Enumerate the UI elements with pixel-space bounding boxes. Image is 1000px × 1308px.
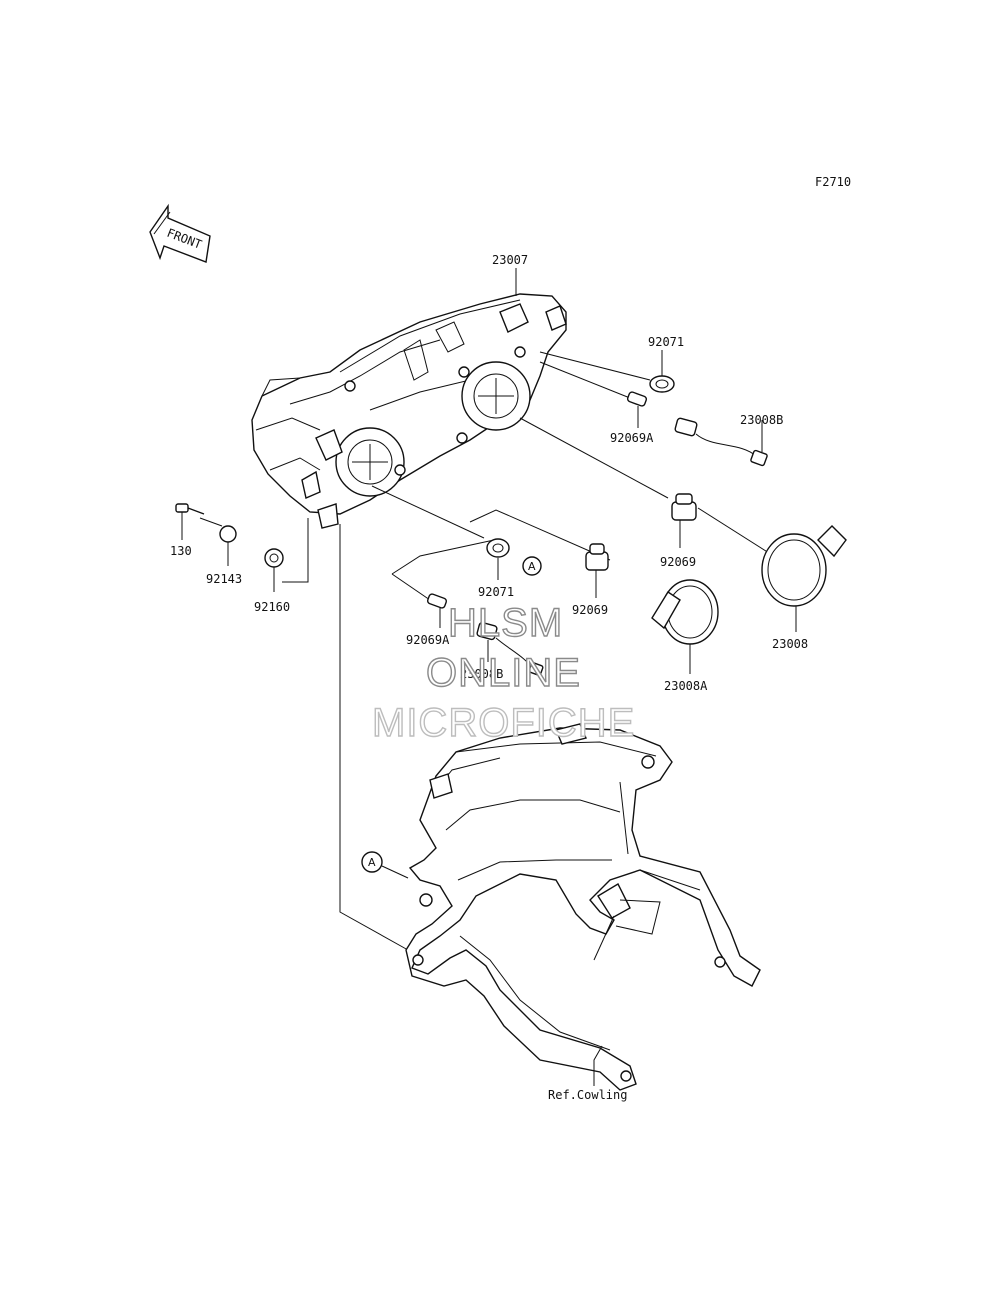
- callout-92069a-top: 92069A: [610, 431, 654, 445]
- callout-92143: 92143: [206, 572, 242, 586]
- socket-harness-bottom: [476, 621, 544, 676]
- ref-marker-a-top: A: [522, 556, 542, 576]
- dust-cover-right: [761, 525, 847, 632]
- ref-marker-a-bottom-label: A: [368, 856, 376, 869]
- bolt-130: [175, 503, 205, 540]
- callout-23007: 23007: [492, 253, 528, 267]
- callout-23008a: 23008A: [664, 679, 708, 693]
- callout-92071-mid: 92071: [478, 585, 514, 599]
- figure-code: F2710: [815, 175, 851, 189]
- socket-harness-top: [674, 417, 768, 467]
- callout-92069a-bottom: 92069A: [406, 633, 450, 647]
- bulb-headlight-middle: [585, 543, 609, 598]
- callout-92071-top: 92071: [648, 335, 684, 349]
- grommet-middle: [486, 538, 510, 580]
- callout-92160: 92160: [254, 600, 290, 614]
- callout-23008: 23008: [772, 637, 808, 651]
- watermark-line-1: HLSM: [448, 601, 563, 645]
- callout-23008b-bottom: 23008B: [460, 667, 503, 681]
- bulb-headlight-right: [671, 493, 697, 548]
- bulb-position-bottom: [426, 593, 448, 628]
- ref-marker-a-top-label: A: [528, 560, 536, 573]
- collar-92143: [219, 525, 237, 566]
- callout-92069-right: 92069: [660, 555, 696, 569]
- callout-92069-mid: 92069: [572, 603, 608, 617]
- watermark: HLSM ONLINE MICROFICHE: [371, 600, 635, 745]
- dust-cover-middle: [651, 579, 719, 674]
- callout-23008b-top: 23008B: [740, 413, 783, 427]
- callout-130: 130: [170, 544, 192, 558]
- front-direction-arrow-icon: FRONT: [149, 203, 211, 263]
- watermark-line-2: ONLINE: [426, 651, 581, 695]
- ref-marker-a-bottom: A: [361, 851, 409, 879]
- grommet-top: [649, 350, 675, 393]
- callout-ref-cowling: Ref.Cowling: [548, 1088, 627, 1102]
- watermark-line-3: MICROFICHE: [372, 701, 635, 745]
- headlight-assembly: [251, 293, 567, 529]
- damper-92160: [264, 548, 284, 592]
- bulb-position-top: [626, 391, 648, 428]
- headlight-bracket-frame: [405, 723, 761, 1091]
